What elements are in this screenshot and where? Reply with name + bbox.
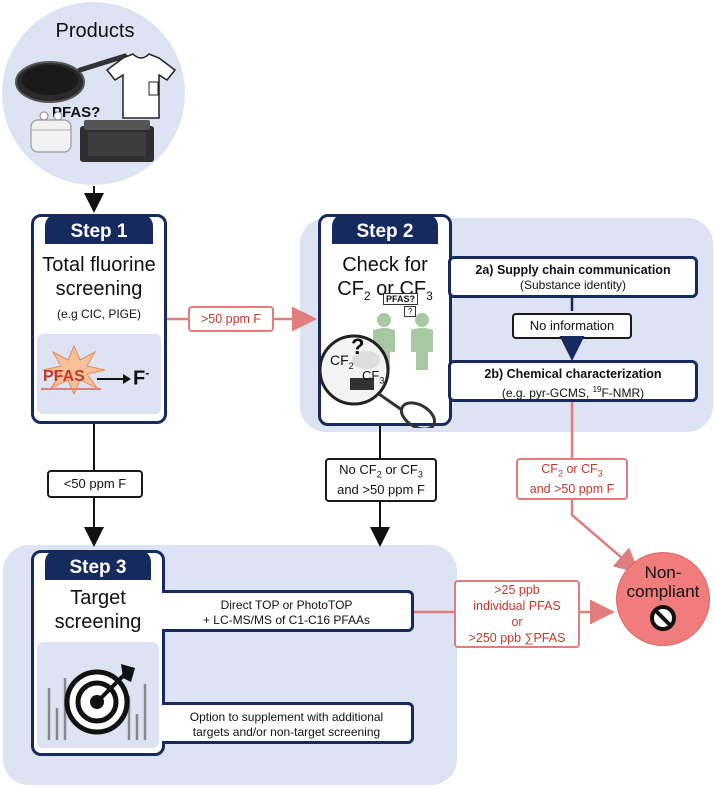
step1-title-line1: Total fluorine: [42, 254, 156, 276]
step2a-box: 2a) Supply chain communication (Substanc…: [448, 256, 698, 298]
frying-pan-icon: [15, 53, 128, 103]
pfas-underline: [41, 388, 101, 390]
magnifier-icon: [318, 334, 437, 428]
speaker-icon: [80, 120, 154, 162]
step3-illustration: [37, 642, 159, 748]
lt50-label: <50 ppm F: [47, 470, 143, 498]
step2b-sub: (e.g. pyr-GCMS, 19F-NMR): [501, 385, 645, 400]
top-line1: Direct TOP or PhotoTOP: [220, 598, 353, 612]
explosion-icon: [42, 344, 106, 396]
step2-title-line1: Check for: [342, 254, 428, 276]
prohibited-icon: [650, 605, 676, 631]
fluoride-label: F-: [133, 366, 150, 390]
products-title: Products: [55, 20, 135, 42]
magnifier-q: ?: [351, 334, 365, 359]
noncompliant-line2: compliant: [626, 582, 700, 601]
step1-title-line2: screening: [55, 278, 143, 300]
speech-bubble-q: ?: [404, 306, 417, 317]
gt50-label: >50 ppm F: [188, 306, 274, 332]
ppb-label: >25 ppb individual PFAS or >250 ppb ∑PFA…: [454, 580, 580, 648]
speech-bubble-pfas: PFAS?: [383, 293, 419, 305]
no-cf-label: No CF2 or CF3 and >50 ppm F: [325, 458, 437, 502]
pfas-label: PFAS: [43, 368, 85, 385]
top-line2: + LC-MS/MS of C1-C16 PFAAs: [202, 613, 371, 627]
step3-title-line1: Target: [70, 587, 126, 609]
tshirt-icon: [105, 53, 177, 119]
arrow-right-icon: [97, 374, 131, 384]
magnifier-cf2: CF2: [330, 352, 354, 371]
cf-label: CF2 or CF3 and >50 ppm F: [516, 458, 628, 500]
noncompliant-circle: Non- compliant: [616, 552, 710, 646]
noncompliant-line1: Non-: [644, 563, 682, 582]
step1-illustration: PFAS F-: [37, 334, 161, 414]
target-icon: [47, 664, 147, 740]
step2b-title: 2b) Chemical characterization: [484, 367, 662, 381]
earbuds-icon: [30, 111, 72, 153]
magnifier-cf3: CF3: [362, 368, 385, 386]
step2b-box: 2b) Chemical characterization (e.g. pyr-…: [448, 360, 698, 402]
option-line1: Option to supplement with additional: [189, 710, 384, 724]
step1-methods: (e.g CIC, PIGE): [56, 307, 142, 321]
step2-head: Step 2: [332, 214, 438, 244]
step1-head: Step 1: [45, 214, 153, 244]
step3-head: Step 3: [45, 550, 151, 580]
pfas-question-label: PFAS?: [52, 104, 101, 121]
step2a-title: 2a) Supply chain communication: [475, 263, 671, 277]
option-box: Option to supplement with additional tar…: [162, 702, 414, 744]
top-box: Direct TOP or PhotoTOP + LC-MS/MS of C1-…: [162, 590, 414, 632]
option-line2: targets and/or non-target screening: [192, 725, 381, 739]
step2a-sub: (Substance identity): [519, 278, 627, 292]
step3-title-line2: screening: [54, 611, 142, 633]
